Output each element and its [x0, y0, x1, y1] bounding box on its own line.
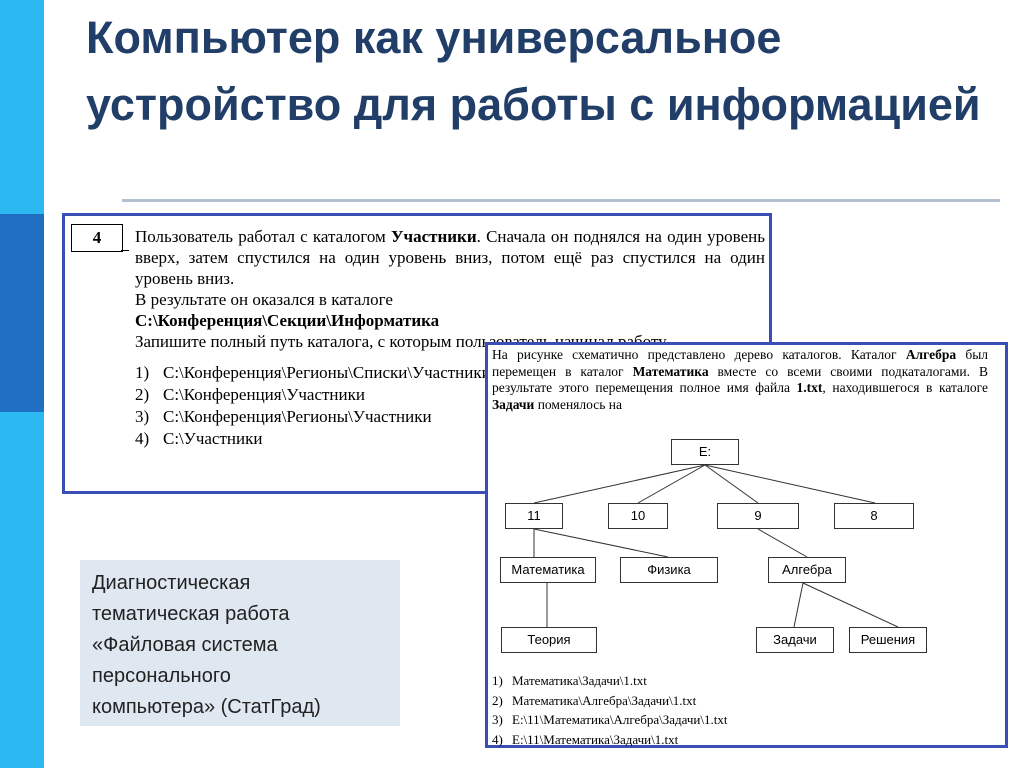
- tree-node: Физика: [620, 557, 718, 583]
- tree-node: Теория: [501, 627, 597, 653]
- question-number-underline: [121, 250, 129, 251]
- question-2-options: 1)Математика\Задачи\1.txt 2)Математика\А…: [492, 671, 727, 749]
- tree-node: 9: [717, 503, 799, 529]
- side-accent-segment-bottom: [0, 412, 44, 768]
- question-1-path: С:\Конференция\Секции\Информатика: [135, 311, 440, 330]
- edge-root-9: [704, 464, 759, 504]
- source-info-line: Диагностическая: [92, 572, 251, 594]
- edge-root-10: [637, 464, 706, 504]
- question-1-text: Пользователь работал с каталогом Участни…: [135, 226, 765, 450]
- source-info-box: Диагностическая тематическая работа «Фай…: [80, 560, 400, 726]
- tree-node: 10: [608, 503, 668, 529]
- source-info-line: тематическая работа: [92, 603, 290, 625]
- question-1-para-2: В результате он оказался в каталоге: [135, 290, 393, 309]
- tree-node: 8: [834, 503, 914, 529]
- tree-node: Задачи: [756, 627, 834, 653]
- edge-algebra-resheniya: [802, 582, 899, 628]
- side-accent-segment-top: [0, 0, 44, 214]
- answer-option[interactable]: 1)Математика\Задачи\1.txt: [492, 673, 647, 688]
- question-1-options: 1)С:\Конференция\Регионы\Списки\Участник…: [135, 362, 765, 450]
- answer-option[interactable]: 2)С:\Конференция\Участники: [135, 385, 365, 404]
- source-info-line: персонального: [92, 665, 231, 687]
- question-2-text: На рисунке схематично представлено дерев…: [492, 347, 988, 412]
- tree-node: 11: [505, 503, 563, 529]
- edge-root-11: [533, 464, 706, 504]
- edge-algebra-zadachi: [793, 582, 804, 628]
- source-info-line: «Файловая система: [92, 634, 278, 656]
- source-info-line: компьютера» (СтатГрад): [92, 696, 321, 718]
- tree-node: Математика: [500, 557, 596, 583]
- side-accent-bar: [0, 0, 44, 768]
- side-accent-segment-middle: [0, 214, 44, 412]
- tree-node: Алгебра: [768, 557, 846, 583]
- edge-11-fizika: [533, 528, 669, 558]
- tree-node: Решения: [849, 627, 927, 653]
- answer-option[interactable]: 4)С:\Участники: [135, 429, 263, 448]
- question-number: 4: [71, 224, 123, 252]
- answer-option[interactable]: 3)E:\11\Математика\Алгебра\Задачи\1.txt: [492, 712, 728, 727]
- tree-node-root: E:: [671, 439, 739, 465]
- slide-title: Компьютер как универсальное устройство д…: [86, 12, 981, 130]
- answer-option[interactable]: 4)E:\11\Математика\Задачи\1.txt: [492, 731, 679, 747]
- question-2-panel: На рисунке схематично представлено дерев…: [485, 342, 1008, 748]
- answer-option[interactable]: 1)С:\Конференция\Регионы\Списки\Участник…: [135, 363, 491, 382]
- question-1-para-1: Пользователь работал с каталогом Участни…: [135, 227, 765, 288]
- edge-root-8: [704, 464, 876, 504]
- tree-connectors: [533, 464, 899, 628]
- title-divider: [122, 199, 1000, 202]
- answer-option[interactable]: 3)С:\Конференция\Регионы\Участники: [135, 407, 432, 426]
- directory-tree: E: 11 10 9 8 Математика Физика Алгебра Т…: [488, 345, 1005, 745]
- edge-9-algebra: [757, 528, 808, 558]
- answer-option[interactable]: 2)Математика\Алгебра\Задачи\1.txt: [492, 692, 697, 708]
